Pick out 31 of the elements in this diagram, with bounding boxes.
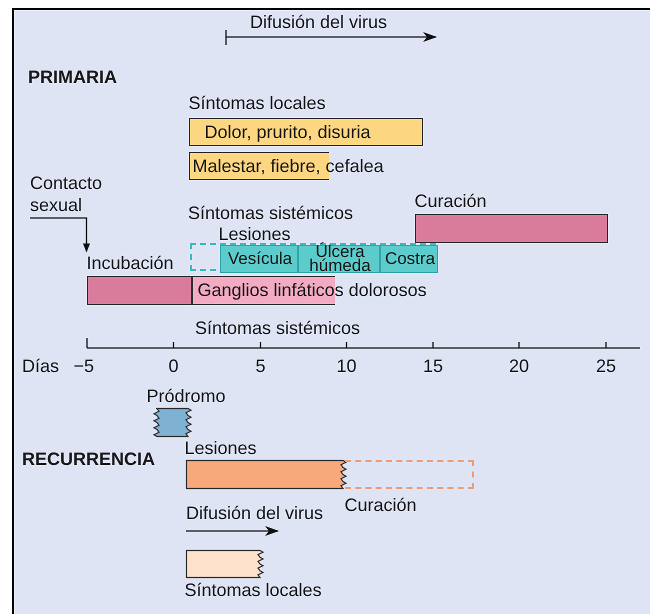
bar-caption: Síntomas locales [184,578,322,600]
bar-label: Dolor, prurito, disuria [204,120,371,142]
arrow-label: Difusión del virus [186,502,324,524]
arrow-label: Difusión del virus [250,11,388,33]
lesion-stage-bar [380,245,438,273]
tick-label: 10 [336,355,357,377]
section-heading: PRIMARIA [28,66,117,88]
bar-caption: Curación [414,190,487,212]
bar-label: Ganglios linfáticos dolorosos [198,279,427,301]
bar-caption: Pródromo [146,384,226,406]
bar-label: Costra [384,252,436,266]
tick-label: 15 [423,355,444,377]
annotation: Síntomas sistémicos [195,317,360,339]
node-label: Contacto sexual [30,172,104,216]
annotation: Síntomas sistémicos [188,202,354,224]
bar-caption: Incubación [86,252,174,274]
section-heading: RECURRENCIA [22,448,156,470]
bar-caption: Lesiones [218,222,291,244]
tick-label: 5 [256,355,266,377]
tick-label: 25 [596,355,616,377]
lesion-stage-bar [220,245,298,273]
bar-caption: Curación [344,494,417,516]
axis-title: Días [22,355,60,377]
arrow [30,217,90,252]
bar-caption: Lesiones [184,436,257,458]
bar-caption: Síntomas locales [188,92,326,114]
tick-label: 0 [168,355,179,377]
tick-label: 20 [509,355,530,377]
bar-label: Malestar, fiebre, cefalea [192,154,384,176]
bar-label: Vesícula [226,252,294,266]
tick-label: −5 [74,355,94,377]
